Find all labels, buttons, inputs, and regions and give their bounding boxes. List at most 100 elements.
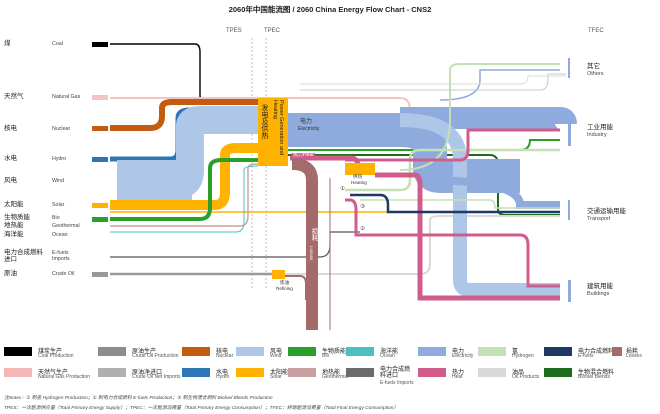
sink-bracket-others (568, 58, 570, 78)
source-geothermal-zh: 地热能 (4, 222, 24, 229)
source-hydro-en: Hydro (52, 156, 67, 162)
heating-label-en: Heating (351, 180, 367, 185)
source-swatch-nuclear (92, 126, 108, 131)
source-wind-zh: 风电 (4, 177, 17, 184)
source-gas-zh: 天然气 (4, 93, 24, 100)
wind-source-block (117, 160, 192, 200)
legend-swatch (98, 368, 126, 377)
legend-label-zh: 太阳能 (270, 370, 289, 376)
legend-label-zh: 风电 (270, 349, 283, 355)
source-swatch-gas (92, 95, 108, 100)
source-coal-zh: 煤 (4, 40, 11, 47)
source-solar-zh: 太阳能 (4, 201, 24, 208)
power-node-zh: 发电及供热 (261, 104, 268, 139)
legend-swatch (182, 347, 210, 356)
legend-swatch (182, 368, 210, 377)
legend-label-en: Electricity (452, 353, 474, 359)
marker-3: ③ (360, 204, 365, 210)
source-hydro-zh: 水电 (4, 155, 17, 162)
source-coal-en: Coal (52, 41, 63, 47)
flow-losses (291, 158, 318, 330)
flow-heat-industry (345, 128, 560, 162)
legend-swatch (346, 347, 374, 356)
sink-transport-zh: 交通运输用能 (587, 208, 626, 215)
source-nuclear-en: Nuclear (52, 126, 71, 132)
flow-bio (110, 158, 258, 221)
flow-electricity-industry (400, 107, 577, 130)
flow-others-b (300, 75, 566, 85)
sink-buildings-zh: 建筑用能 (587, 283, 613, 290)
losses-label-zh: 损耗 (310, 228, 317, 241)
source-bio-zh: 生物质能 (4, 214, 30, 221)
sink-buildings-en: Buildings (587, 291, 610, 297)
legend-swatch (478, 347, 506, 356)
legend-label-zh: 煤炭生产 (38, 349, 63, 355)
legend-swatch (4, 347, 32, 356)
source-ocean-en: Ocean (52, 232, 68, 238)
flow-electricity-transport (419, 176, 560, 209)
legend-label-en: Hydrogen (512, 353, 534, 359)
legend-label-zh: 电力合成燃料进口 (380, 367, 411, 379)
legend-swatch (98, 347, 126, 356)
legend-label-zh: 生物质能 (322, 349, 347, 355)
note-markers: 注Notes：① 制氢 Hydrogen Production；② 制电力合成燃… (4, 396, 273, 401)
flow-losses-refining (285, 275, 307, 300)
legend-label-zh: 油品 (512, 370, 525, 376)
energy-flow-diagram (110, 38, 577, 330)
power-node-en: Power Generation and Heating (272, 100, 284, 156)
legend-label-en: Bio (322, 353, 330, 359)
source-swatch-solar (92, 203, 108, 208)
legend-swatch (418, 347, 446, 356)
legend-swatch (544, 368, 572, 377)
source-bio-en: Bio (52, 215, 60, 221)
legend-label-zh: 原油生产 (132, 349, 157, 355)
flow-efuels (350, 193, 560, 214)
legend-swatch (612, 347, 622, 356)
legend-label-en: Oil Products (512, 374, 540, 380)
source-efuels-imports-en: E-fuels Imports (52, 250, 70, 262)
source-swatch-crude (92, 272, 108, 277)
source-nuclear-zh: 核电 (4, 125, 17, 132)
legend-label-zh: 天然气生产 (38, 370, 69, 376)
heat-label-en: Heat (303, 152, 314, 158)
electricity-label-zh: 电力 (300, 119, 313, 125)
losses-label-en: Losses (309, 246, 314, 261)
marker-2: ② (360, 226, 365, 232)
legend-swatch (346, 368, 374, 377)
source-swatch-bio (92, 217, 108, 222)
legend-label-en: Biofuel Blends (578, 374, 610, 380)
legend-label-en: Coal Production (38, 353, 74, 359)
sink-bracket-buildings (568, 280, 571, 302)
flow-hydrogen-others (399, 63, 560, 171)
refining-label-zh: 炼油 (280, 280, 290, 285)
source-efuels-imports-zh: 电力合成燃料进口 (4, 249, 43, 263)
flow-others-a (300, 73, 566, 91)
sink-industry-zh: 工业用能 (587, 124, 613, 131)
sink-industry-en: Industry (587, 132, 607, 138)
legend-label-zh: 原油净进口 (132, 370, 163, 376)
marker-1: ① (340, 186, 345, 192)
source-swatch-coal (92, 42, 108, 47)
legend-label-zh: 水电 (216, 370, 229, 376)
source-geothermal-en: Geothermal (52, 223, 80, 229)
legend-label-zh: 生物混合燃料 (578, 370, 615, 376)
page-title: 2060年中国能流图 / 2060 China Energy Flow Char… (228, 5, 432, 14)
sink-others-zh: 其它 (587, 63, 600, 70)
flow-solar (110, 143, 258, 210)
legend-swatch (288, 347, 316, 356)
